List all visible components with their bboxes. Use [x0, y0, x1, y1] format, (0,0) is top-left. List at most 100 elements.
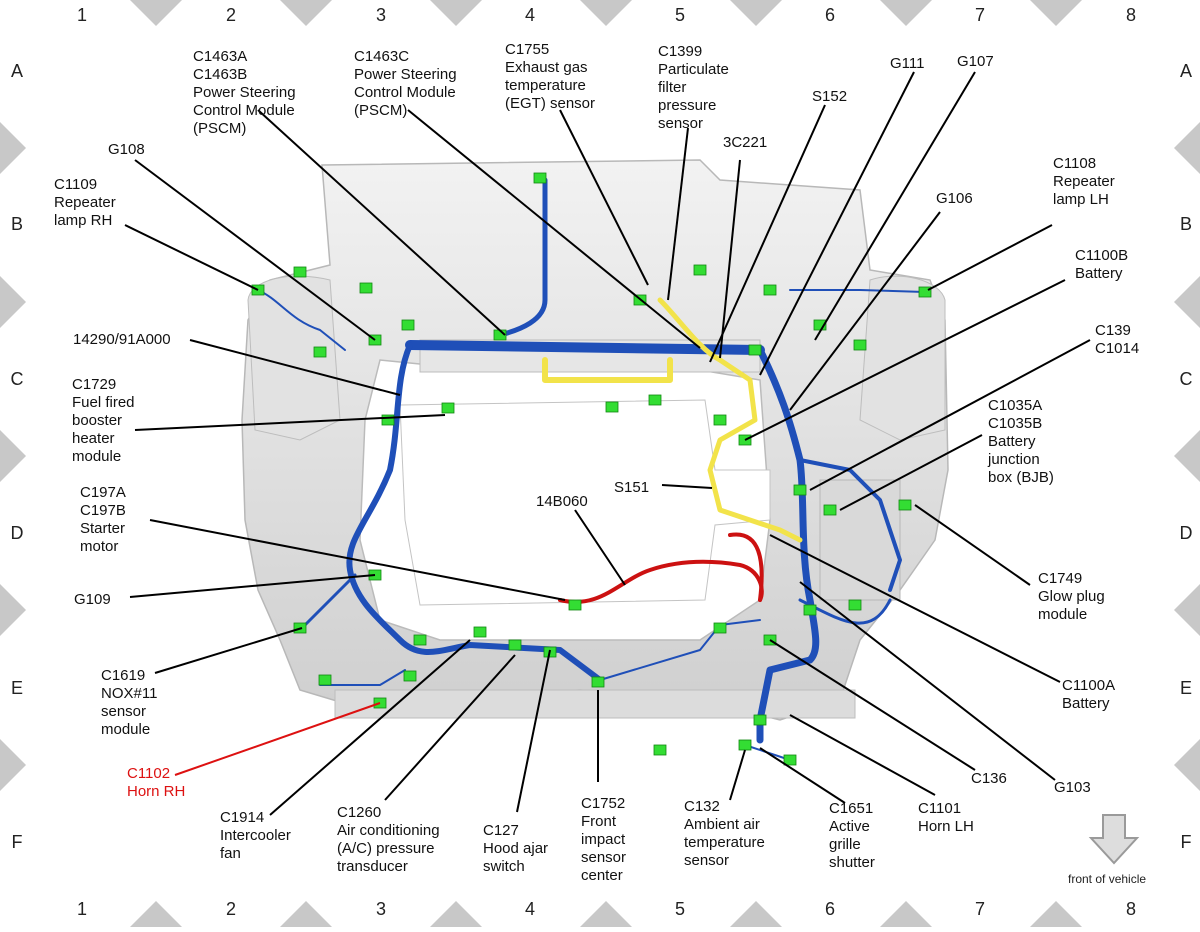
connector-marker	[793, 484, 807, 496]
label-line: (EGT) sensor	[505, 95, 595, 112]
label-line: C1914	[220, 809, 264, 826]
label-line: 3C221	[723, 134, 767, 151]
label-line: C1101	[918, 800, 961, 817]
label-line: transducer	[337, 858, 408, 875]
label-line: 14B060	[536, 493, 588, 510]
grid-column-label: 7	[975, 5, 985, 25]
label-line: NOX#11	[101, 685, 157, 702]
label-g103: G103	[1054, 779, 1091, 796]
label-line: Starter	[80, 520, 125, 537]
label-line: C197A	[80, 484, 126, 501]
label-line: Battery	[1062, 695, 1110, 712]
label-line: C1463C	[354, 48, 409, 65]
border-tick-mark	[730, 0, 782, 26]
grid-row-label: C	[1180, 369, 1193, 389]
connector-marker	[738, 739, 752, 751]
label-g107: G107	[957, 53, 994, 70]
border-tick-mark	[130, 0, 182, 26]
label-line: Battery	[988, 433, 1036, 450]
label-line: temperature	[505, 77, 586, 94]
label-line: C1100B	[1075, 247, 1128, 264]
label-line: Horn LH	[918, 818, 974, 835]
callout-leaders	[124, 71, 1091, 816]
grid-row-label: B	[1180, 214, 1192, 234]
grid-column-label: 3	[376, 5, 386, 25]
grid-column-label: 8	[1126, 5, 1136, 25]
label-line: sensor	[581, 849, 626, 866]
connector-marker	[381, 414, 395, 426]
label-line: C1729	[72, 376, 116, 393]
grid-row-label: B	[11, 214, 23, 234]
connector-marker	[403, 670, 417, 682]
label-line: G107	[957, 53, 994, 70]
label-14290: 14290/91A000	[73, 331, 171, 348]
grid-column-label: 3	[376, 899, 386, 919]
label-line: C1755	[505, 41, 549, 58]
border-tick-mark	[580, 901, 632, 927]
border-tick-mark	[1174, 122, 1200, 174]
border-tick-mark	[280, 901, 332, 927]
border-tick-mark	[130, 901, 182, 927]
label-line: C1463B	[193, 66, 247, 83]
label-line: junction	[987, 451, 1040, 468]
connector-marker	[763, 284, 777, 296]
grid-row-label: E	[1180, 678, 1192, 698]
grid-column-label: 4	[525, 899, 535, 919]
label-line: (A/C) pressure	[337, 840, 435, 857]
label-line: 14290/91A000	[73, 331, 171, 348]
connector-marker	[401, 319, 415, 331]
grid-row-label: D	[11, 523, 24, 543]
border-tick-mark	[0, 584, 26, 636]
label-s151: S151	[614, 479, 649, 496]
connector-marker	[848, 599, 862, 611]
label-line: Power Steering	[354, 66, 457, 83]
label-3c221: 3C221	[723, 134, 767, 151]
border-tick-mark	[1174, 276, 1200, 328]
label-line: (PSCM)	[354, 102, 407, 119]
label-line: C1260	[337, 804, 381, 821]
label-line: grille	[829, 836, 861, 853]
connector-marker	[293, 266, 307, 278]
grid-column-label: 2	[226, 5, 236, 25]
label-line: Intercooler	[220, 827, 291, 844]
connector-marker	[653, 744, 667, 756]
connector-marker	[748, 344, 762, 356]
label-line: sensor	[684, 852, 729, 869]
connector-marker	[823, 504, 837, 516]
connector-marker	[713, 622, 727, 634]
grid-column-label: 4	[525, 5, 535, 25]
label-line: module	[101, 721, 150, 738]
label-line: Front	[581, 813, 617, 830]
label-line: switch	[483, 858, 525, 875]
label-line: Repeater	[1053, 173, 1115, 190]
label-line: C1109	[54, 176, 97, 193]
border-tick-mark	[0, 276, 26, 328]
grid-row-label: F	[12, 832, 23, 852]
grid-row-label: D	[1180, 523, 1193, 543]
label-line: pressure	[658, 97, 716, 114]
grid-row-label: C	[11, 369, 24, 389]
border-tick-mark	[730, 901, 782, 927]
connector-marker	[441, 402, 455, 414]
label-g108: G108	[108, 141, 145, 158]
label-line: C1749	[1038, 570, 1082, 587]
connector-marker	[473, 626, 487, 638]
connector-marker	[648, 394, 662, 406]
connector-marker	[898, 499, 912, 511]
border-tick-mark	[1174, 739, 1200, 791]
grid-column-label: 6	[825, 5, 835, 25]
grid-column-label: 6	[825, 899, 835, 919]
